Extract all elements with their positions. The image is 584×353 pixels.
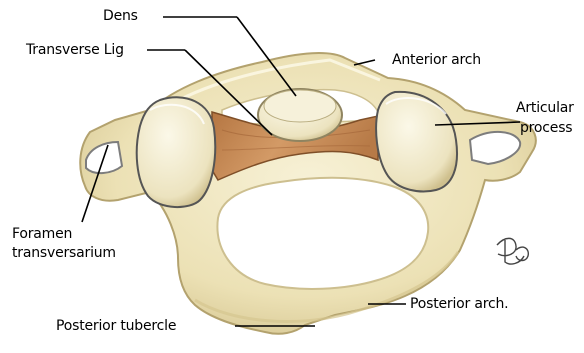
vertebral-foramen (217, 178, 428, 289)
anterior-arch-leader (354, 60, 375, 65)
left-articular-process (137, 97, 216, 207)
label-posterior-arch: Posterior arch. (410, 296, 508, 313)
label-transverse-lig: Transverse Lig (26, 42, 124, 59)
label-transversarium: transversarium (12, 245, 116, 262)
artist-signature (497, 238, 528, 264)
label-process: process (520, 120, 572, 137)
dens-top (264, 90, 336, 122)
label-posterior-tubercle: Posterior tubercle (56, 318, 176, 335)
label-anterior-arch: Anterior arch (392, 52, 481, 69)
label-articular: Articular (516, 100, 574, 117)
label-foramen: Foramen (12, 226, 72, 243)
label-dens: Dens (103, 8, 138, 25)
